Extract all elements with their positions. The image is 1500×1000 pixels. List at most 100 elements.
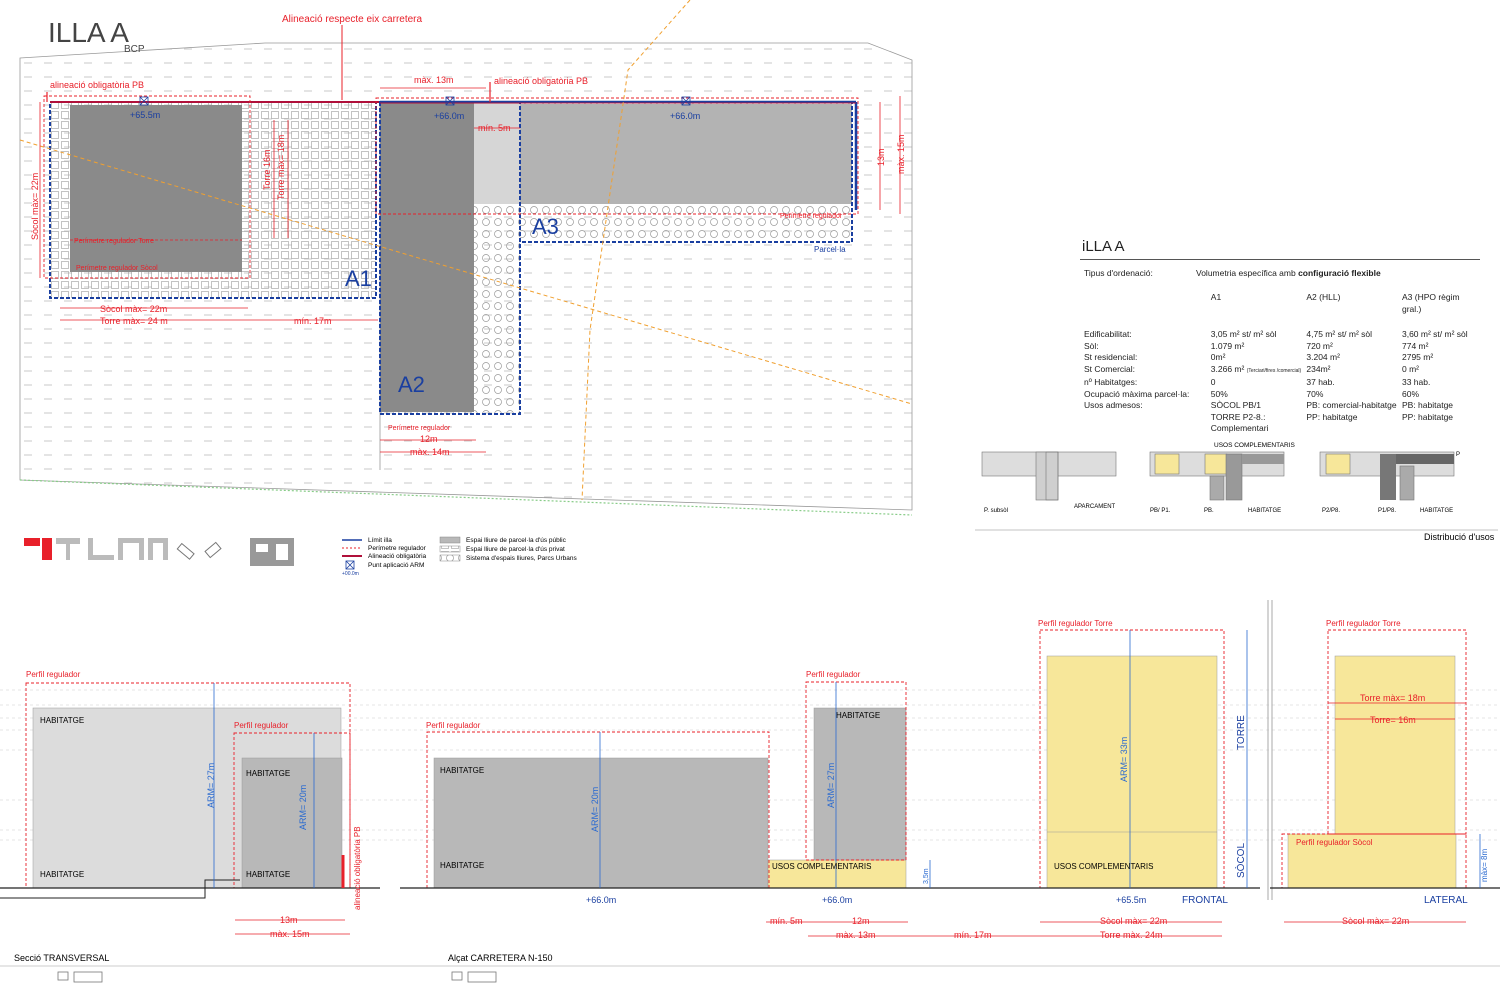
table-cell: 70% <box>1306 388 1324 399</box>
label-perimetre-a2: Perímetre regulador <box>388 425 451 432</box>
ordenacio-row: Tipus d'ordenació: Volumetria específica… <box>1080 268 1480 278</box>
alc-usos-comp-1: USOS COMPLEMENTARIS <box>772 862 871 871</box>
table-cell <box>1080 423 1211 435</box>
table-cell: 33 hab. <box>1401 377 1431 387</box>
a3-building <box>520 104 852 204</box>
alc-arm27: ARM= 27m <box>826 763 836 808</box>
sec-habitatge-2: HABITATGE <box>40 870 84 879</box>
usos-p-mark: P <box>1456 452 1460 458</box>
table-cell: SÒCOL PB/1 <box>1210 400 1262 410</box>
label-min5: mín. 5m <box>478 123 511 133</box>
alc-torre: TORRE <box>1236 715 1247 750</box>
table-cell <box>1402 423 1480 435</box>
table-cell: Ocupació màxima parcel·la: <box>1084 388 1190 399</box>
table-cell: 37 hab. <box>1306 377 1335 387</box>
sec-d15: màx. 15m <box>270 929 310 939</box>
table-cell: TORRE P2-8.: <box>1210 411 1266 422</box>
illa-data-table: iLLA A Tipus d'ordenació: Volumetria esp… <box>1080 238 1480 435</box>
site-plan: ILLA A BCP Alineació respecte eix carret… <box>19 0 913 516</box>
ordenacio-label: Tipus d'ordenació: <box>1084 268 1153 278</box>
table-cell: PB: habitatge <box>1401 400 1454 410</box>
usos-diagrams <box>975 451 1498 531</box>
usos-pb: PB. <box>1204 508 1214 514</box>
plan-bottom-edge <box>19 479 913 516</box>
usos-p2p8: P2/P8. <box>1322 508 1340 514</box>
label-torre24: Torre màx= 24 m <box>100 316 168 326</box>
sec-title: Secció TRANSVERSAL <box>14 953 109 963</box>
elev-65-5: +65.5m <box>130 110 160 120</box>
label-d13: 13m <box>876 148 886 166</box>
lat-d8: màx= 8m <box>1480 849 1489 882</box>
label-min17: mín. 17m <box>294 316 332 326</box>
label-perimetre-socol: Perímetre regulador Sòcol <box>76 265 158 272</box>
table-cell: Usos admesos: <box>1084 400 1143 410</box>
alc-e660a: +66.0m <box>586 895 616 905</box>
table-cell <box>1306 423 1402 435</box>
table-header-row: A1 A2 (HLL) A3 (HPO règim gral.) <box>1080 292 1480 315</box>
table-cell: 1.079 m² <box>1210 340 1245 351</box>
plan-subtitle: BCP <box>124 44 145 55</box>
legend-swatches <box>342 536 461 570</box>
table-cell: 3,60 m² st/ m² sòl <box>1401 329 1468 339</box>
lat-lateral: LATERAL <box>1424 895 1468 906</box>
elev-66-0-b: +66.0m <box>670 111 700 121</box>
lat-torre16: Torre= 16m <box>1370 715 1416 725</box>
label-perimetre-reg: Perímetre regulador <box>780 213 843 220</box>
table-cell: 0 m² <box>1401 363 1419 374</box>
sec-arm20: ARM= 20m <box>298 785 308 830</box>
sec-habitatge-1: HABITATGE <box>40 716 84 725</box>
table-cell: 3.266 m² (Terciari/fires /comercial) <box>1210 363 1302 374</box>
table-cell: 4,75 m² st/ m² sòl <box>1306 329 1373 339</box>
table-cell: 0 <box>1210 377 1216 387</box>
table-cell: PP: habitatge <box>1401 411 1454 422</box>
label-d14: màx. 14m <box>410 447 450 457</box>
label-max13: màx. 13m <box>414 75 454 85</box>
alc-d35: 3,5m <box>923 868 930 884</box>
alc-max13: màx. 13m <box>836 930 876 940</box>
a2-building <box>380 102 474 412</box>
table-cell: St residencial: <box>1084 352 1138 362</box>
sec-habitatge-4: HABITATGE <box>246 870 290 879</box>
table-cell: St Comercial: <box>1084 363 1136 374</box>
alc-title: Alçat CARRETERA N-150 <box>448 953 553 963</box>
label-d15: màx. 15m <box>896 134 906 174</box>
label-a1: A1 <box>345 266 372 291</box>
alc-arm33: ARM= 33m <box>1119 737 1129 782</box>
table-cell: 774 m² <box>1401 340 1429 351</box>
table-cell: nº Habitatges: <box>1084 377 1138 387</box>
usos-habitatge-2: HABITATGE <box>1420 508 1453 514</box>
table-header: A3 (HPO règim gral.) <box>1401 292 1460 314</box>
label-perimetre-torre: Perímetre regulador Torre <box>74 238 154 245</box>
sec-d13: 13m <box>280 915 298 925</box>
table-row: Ocupació màxima parcel·la: 50% 70% 60% <box>1080 389 1480 401</box>
alc-e655: +65.5m <box>1116 895 1146 905</box>
plan-title: ILLA A <box>48 17 129 48</box>
table-cell: 50% <box>1210 388 1228 399</box>
sections <box>0 600 1500 983</box>
table-cell: 60% <box>1401 388 1419 399</box>
table-cell: Edificabilitat: <box>1084 329 1132 339</box>
ordenacio-value: Volumetria específica amb configuració f… <box>1196 268 1381 278</box>
alc-habitatge-1: HABITATGE <box>440 766 484 775</box>
table-header <box>1080 292 1211 315</box>
label-a2: A2 <box>398 372 425 397</box>
label-alineacio-pb-2: alineació obligatòria PB <box>494 76 588 86</box>
lat-socol22: Sòcol màx= 22m <box>1342 916 1409 926</box>
alc-habitatge-2: HABITATGE <box>440 861 484 870</box>
table-row: Complementari <box>1080 423 1480 435</box>
alc-perfil-reg-2: Perfil regulador <box>806 670 861 679</box>
legend-punt-val: +00.0m <box>342 571 359 577</box>
legend-alineacio: Alineació obligatòria <box>368 553 427 560</box>
alc-e660b: +66.0m <box>822 895 852 905</box>
legend-punt: Punt aplicació ARM <box>368 562 424 569</box>
alc-habitatge-3: HABITATGE <box>836 711 880 720</box>
alc-perfil-torre: Perfil regulador Torre <box>1038 619 1113 628</box>
usos-habitatge-1: HABITATGE <box>1248 508 1281 514</box>
ordenacio-bold: configuració flexible <box>1298 268 1381 278</box>
alc-torre24: Torre màx. 24m <box>1100 930 1163 940</box>
usos-p-subsol: P. subsòl <box>984 508 1008 514</box>
legend-espai-public: Espai lliure de parcel·la d'ús públic <box>466 537 567 544</box>
